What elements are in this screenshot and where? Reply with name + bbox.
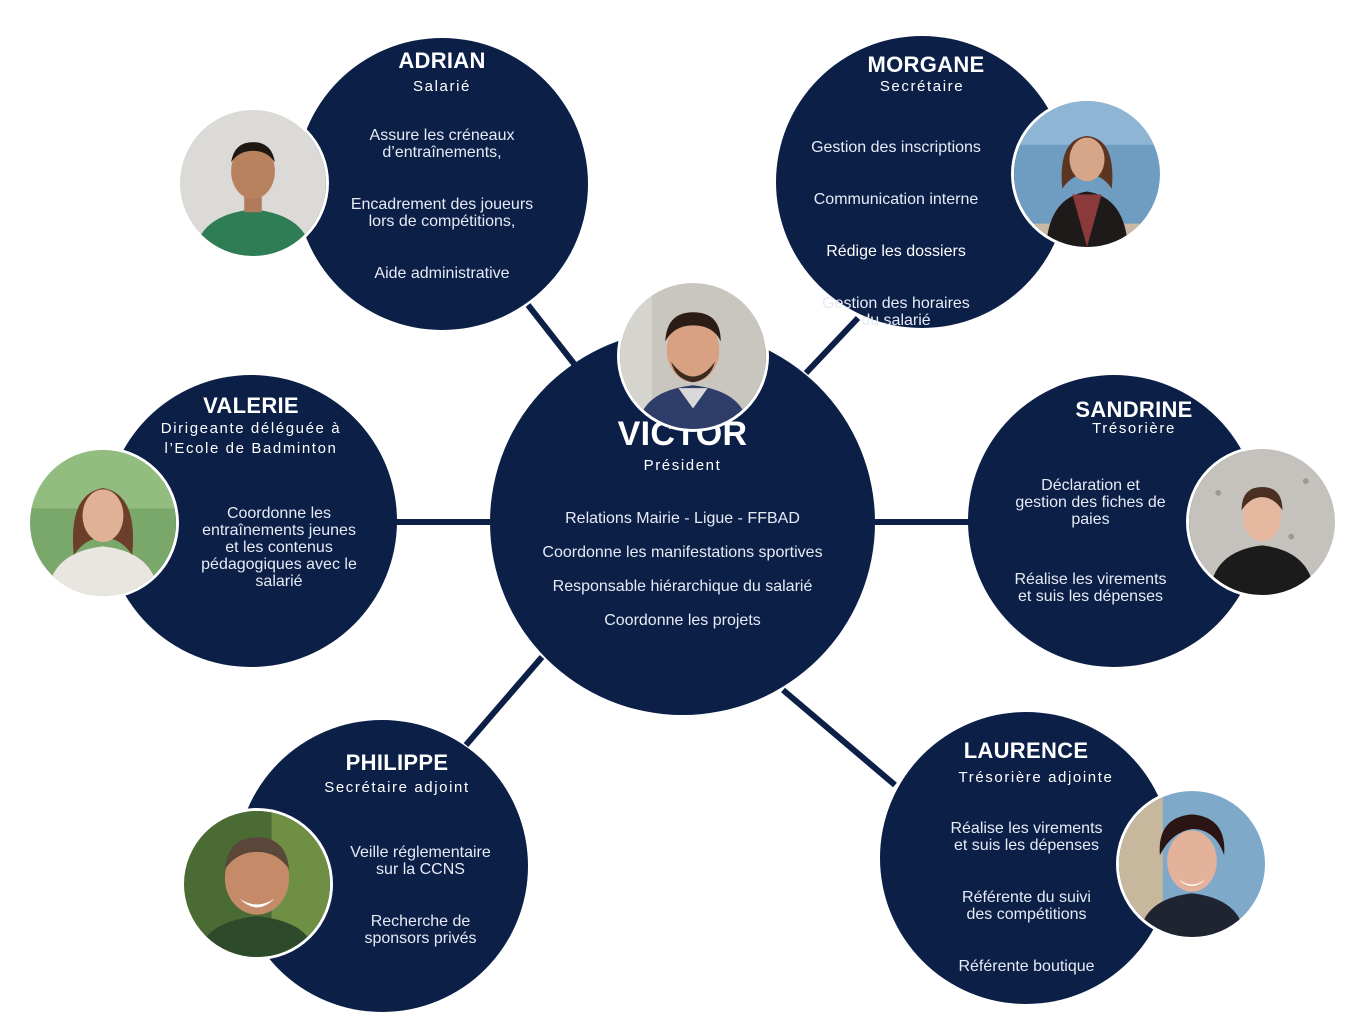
duty-item: Recherche de sponsors privés	[364, 913, 477, 947]
duty-item: Encadrement des joueurs lors de compétit…	[350, 196, 534, 230]
avatar-adrian	[177, 107, 329, 259]
duty-item: Coordonne les manifestations sportives	[542, 544, 823, 561]
node-morgane-role: Secrétaire	[879, 78, 965, 95]
avatar-philippe	[181, 808, 333, 960]
connector-adrian	[525, 303, 578, 367]
node-morgane-name: MORGANE	[867, 52, 985, 77]
node-laurence-role: Trésorière adjointe	[958, 769, 1114, 786]
node-laurence-name: LAURENCE	[963, 738, 1089, 763]
duty-item: Référente du suivi des compétitions	[962, 889, 1091, 923]
connector-philippe	[463, 655, 545, 747]
duty-item: Gestion des inscriptions	[811, 139, 981, 156]
node-adrian-duties: Assure les créneaux d’entraînements, Enc…	[332, 109, 552, 317]
duty-item: Coordonne les projets	[604, 612, 761, 629]
node-sandrine-name: SANDRINE	[1075, 397, 1193, 422]
node-adrian-name: ADRIAN	[398, 48, 486, 73]
duty-item: Déclaration et gestion des fiches de pai…	[1015, 477, 1166, 528]
node-philippe-duties: Veille réglementaire sur la CCNS Recherc…	[328, 826, 513, 982]
duty-item: Gestion des horaires du salarié	[822, 295, 970, 329]
node-morgane-duties: Gestion des inscriptions Communication i…	[790, 121, 1002, 364]
node-laurence-duties: Réalise les virements et suis les dépens…	[930, 802, 1123, 1010]
node-valerie-name: VALERIE	[203, 393, 299, 418]
duty-item: Coordonne les entraînements jeunes et le…	[201, 505, 357, 590]
avatar-sandrine	[1186, 446, 1338, 598]
avatar-morgane	[1011, 98, 1163, 250]
node-adrian: ADRIAN Salarié Assure les créneaux d’ent…	[296, 38, 588, 330]
duty-item: Référente boutique	[958, 958, 1095, 975]
node-victor-duties: Relations Mairie - Ligue - FFBAD Coordon…	[510, 510, 855, 646]
avatar-laurence	[1116, 788, 1268, 940]
node-valerie-duties: Coordonne les entraînements jeunes et le…	[175, 487, 383, 625]
duty-item: Veille réglementaire sur la CCNS	[350, 844, 491, 878]
node-valerie-role: Dirigeante déléguée à l’Ecole de Badmint…	[160, 420, 342, 457]
node-sandrine-role: Trésorière	[1092, 420, 1176, 437]
node-philippe-name: PHILIPPE	[345, 750, 449, 775]
node-sandrine: SANDRINE Trésorière Déclaration et gesti…	[968, 375, 1260, 667]
duty-item: Aide administrative	[374, 265, 510, 282]
duty-item: Rédige les dossiers	[826, 243, 966, 260]
avatar-valerie	[27, 447, 179, 599]
duty-item: Réalise les virements et suis les dépens…	[1014, 571, 1167, 605]
node-adrian-role: Salarié	[413, 78, 471, 95]
duty-item: Communication interne	[813, 191, 979, 208]
avatar-victor	[617, 280, 769, 432]
connector-morgane	[803, 315, 861, 376]
duty-item: Relations Mairie - Ligue - FFBAD	[565, 510, 800, 527]
duty-item: Responsable hiérarchique du salarié	[552, 578, 813, 595]
node-sandrine-duties: Déclaration et gestion des fiches de pai…	[988, 459, 1193, 640]
node-victor-role: Président	[643, 457, 722, 474]
duty-item: Réalise les virements et suis les dépens…	[950, 820, 1103, 854]
duty-item: Assure les créneaux d’entraînements,	[369, 127, 515, 161]
node-philippe-role: Secrétaire adjoint	[324, 779, 470, 796]
connector-laurence	[781, 687, 897, 788]
